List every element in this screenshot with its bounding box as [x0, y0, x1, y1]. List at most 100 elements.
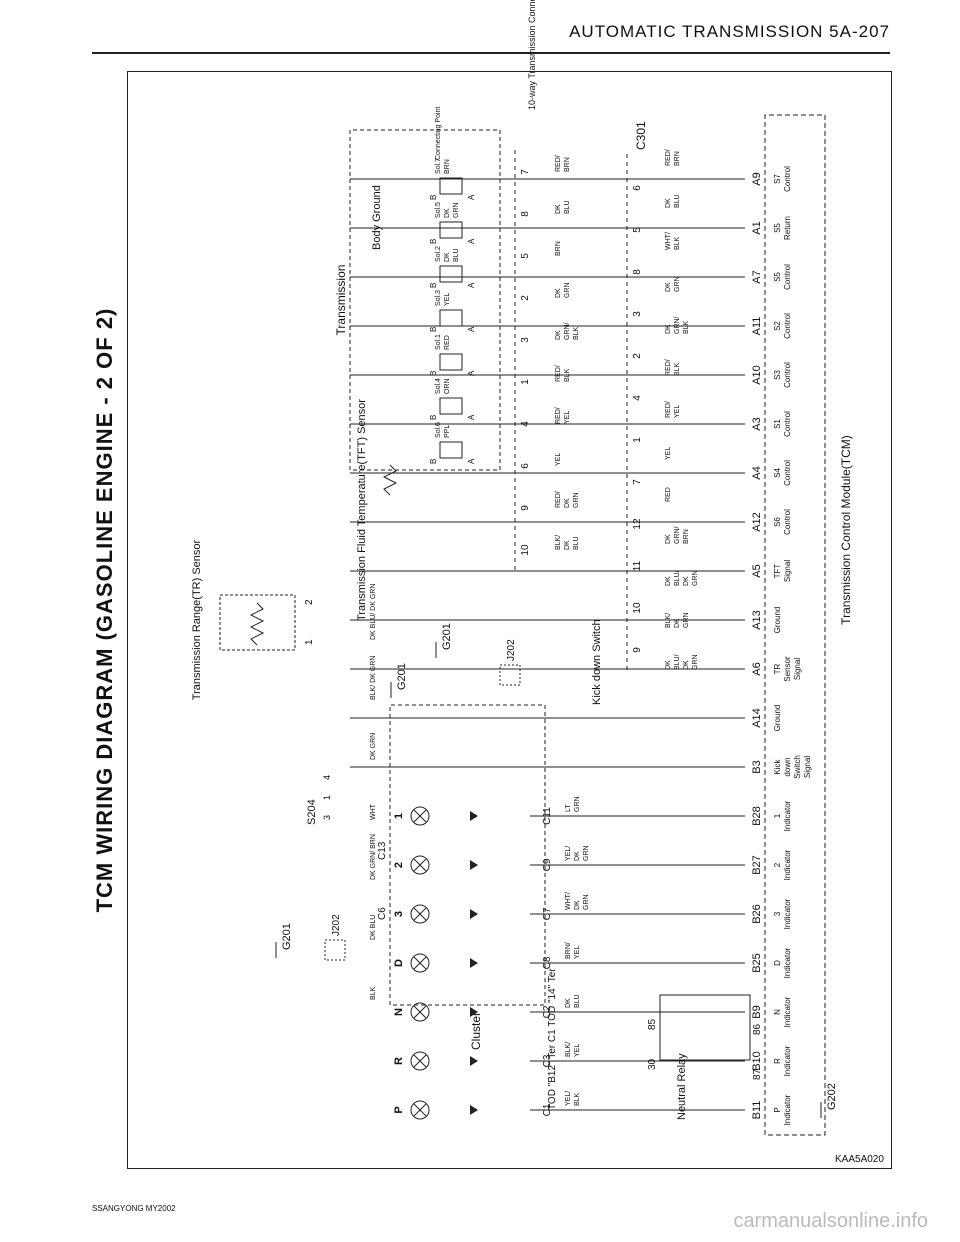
tcm-pin-a9: A9	[751, 172, 763, 185]
tcm-pin-b26: B26	[751, 904, 763, 924]
cluster-wire-color: YEL/	[565, 846, 572, 861]
solenoid-pin-b: B	[429, 327, 438, 332]
tcm-pin-a14: A14	[751, 708, 763, 728]
cluster-wire-color: BLK/	[565, 1042, 572, 1057]
tcm-pin-b10: B10	[751, 1051, 763, 1071]
tcm-wire-color: BRN	[683, 529, 690, 544]
tcm-wire-color: GRN	[674, 276, 681, 292]
trans-wire-color: DK	[555, 204, 562, 214]
tcm-wire-color: GRN	[683, 612, 690, 628]
tcm-wire-color: DK	[665, 576, 672, 586]
tcm-function-label: 2	[773, 862, 782, 867]
tcm-function-label: S4	[773, 468, 782, 478]
tcm-function-label: Signal	[783, 560, 792, 582]
solenoid-coil	[439, 221, 463, 239]
indicator-lamp	[410, 1051, 430, 1071]
solenoid-coil	[439, 353, 463, 371]
tcm-wire-color: WHT/	[665, 232, 672, 250]
connector10-pin: 1	[520, 379, 531, 385]
relay-pin: 30	[647, 1058, 658, 1070]
trans-wire-color: YEL	[555, 453, 562, 466]
tcm-wire-color: BLU/	[674, 570, 681, 586]
trans-wire-color: GRN/	[564, 322, 571, 340]
tcm-wire-color: GRN/	[674, 526, 681, 544]
tcm-wire-color: DK	[683, 576, 690, 586]
solenoid-pin-a: A	[467, 238, 476, 244]
solenoid-coil	[439, 177, 463, 195]
tcm-function-label: S5	[773, 272, 782, 282]
solenoid-pin-b: B	[429, 415, 438, 420]
header-rule	[92, 52, 890, 54]
c301-pin: 6	[632, 185, 643, 191]
solenoid-coil	[439, 441, 463, 459]
sensor-pin: 2	[304, 599, 315, 605]
neutral-relay-label: Neutral Relay	[676, 1053, 688, 1120]
c301-pin: 11	[632, 560, 643, 571]
solenoid-label: Sol.5	[435, 202, 442, 218]
tcm-function-label: Indicator	[783, 849, 792, 880]
relay-pin: 87	[752, 1068, 763, 1080]
tcm-wire-color: BLK	[674, 236, 681, 250]
tcm-function-label: R	[773, 1058, 782, 1064]
tcm-wire-color: RED/	[665, 359, 672, 376]
cluster-pin: C13	[377, 841, 388, 860]
tcm-function-label: Kick	[773, 758, 782, 774]
tcm-wire-color: RED/	[665, 401, 672, 418]
cluster-pin: C2	[542, 1005, 553, 1018]
watermark: carmanualsonline.info	[733, 1210, 928, 1232]
indicator-lamp	[410, 806, 430, 826]
tcm-wire-color: DK	[665, 198, 672, 208]
solenoid-label: Sol.1	[435, 334, 442, 350]
diagram-frame	[127, 71, 892, 1169]
tcm-label: Transmission Control Module(TCM)	[839, 435, 853, 625]
misc-wire-color: DK GRN	[370, 733, 377, 760]
tcm-wire-color: BLK	[683, 320, 690, 334]
diode-symbol	[470, 1056, 478, 1066]
solenoid-label: ORN	[444, 378, 451, 394]
trans-wire-color: GRN	[564, 282, 571, 298]
tcm-function-label: Indicator	[783, 996, 792, 1027]
tcm-wire-color: RED	[665, 487, 672, 502]
cluster-wire-color: BLK	[574, 1092, 581, 1106]
tcm-function-label: Control	[783, 313, 792, 339]
connector10-pin: 10	[520, 544, 531, 556]
tcm-function-label: TR	[773, 663, 782, 674]
tcm-function-label: S7	[773, 174, 782, 184]
misc-wire-color: DK BLU	[370, 915, 377, 940]
tcm-wire-color: DK	[665, 534, 672, 544]
tcm-pin-a6: A6	[751, 662, 763, 675]
connecting-point-label: Connecting Point	[435, 107, 442, 160]
solenoid-label: DK	[444, 208, 451, 218]
indicator-lamp-cross	[413, 809, 427, 823]
tcm-pin-a13: A13	[751, 610, 763, 630]
tcm-wire-color: DK	[665, 324, 672, 334]
trans-wire-color: GRN	[573, 492, 580, 508]
misc-wire-color: BLK/ DK GRN	[370, 656, 377, 700]
diode-symbol	[470, 1007, 478, 1017]
tcm-function-label: Indicator	[783, 1094, 792, 1125]
junction-label: J202	[506, 639, 517, 661]
tcm-wire-color: DK	[683, 660, 690, 670]
tcm-function-label: Indicator	[783, 947, 792, 978]
solenoid-label: RED	[444, 335, 451, 350]
indicator-lamp-cross	[413, 1005, 427, 1019]
tcm-pin-a7: A7	[751, 270, 763, 283]
wires-group	[350, 178, 745, 1111]
tcm-pin-a12: A12	[751, 512, 763, 532]
trans-wire-color: BRN	[564, 157, 571, 172]
c301-pin: 10	[632, 602, 643, 614]
trans-wire-color: BLU	[573, 536, 580, 550]
tcm-wire-color: DK	[665, 660, 672, 670]
c301-pin: 4	[632, 395, 643, 401]
tcm-function-label: Ground	[773, 705, 782, 732]
relay-pin: 85	[647, 1018, 658, 1030]
cluster-box	[389, 704, 546, 1006]
solenoid-pin-a: A	[467, 414, 476, 420]
connector10-pin: 5	[520, 253, 531, 259]
ground-label: G201	[396, 663, 408, 690]
junction-box	[499, 664, 521, 686]
misc-wire-color: WHT	[370, 803, 377, 820]
tcm-wire-color: GRN	[692, 570, 699, 586]
tcm-function-label: TFT	[773, 564, 782, 579]
splice-pin: 4	[322, 775, 332, 780]
